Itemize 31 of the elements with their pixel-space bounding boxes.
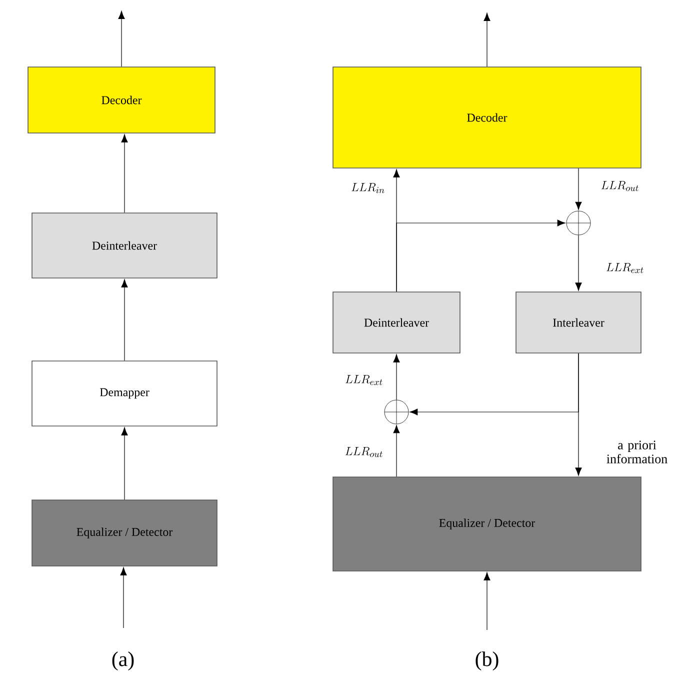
arrow [121, 427, 128, 500]
panel-label: (b) [476, 652, 498, 670]
edge-label: $LLR_{ext}$ [606, 263, 644, 274]
arrow [484, 12, 490, 67]
arrow [396, 220, 566, 292]
arrow [118, 10, 125, 67]
edge-label: $LLR_{out}$ [345, 447, 382, 458]
adder-symbol [384, 400, 409, 424]
process-box: Equalizer / Detector [332, 476, 642, 572]
arrow [393, 425, 400, 477]
arrow [121, 279, 128, 361]
edge-label: $LLR_{out}$ [601, 181, 638, 192]
arrow [121, 134, 128, 213]
process-box: Decoder [28, 66, 216, 134]
panel-label: (a) [112, 652, 134, 670]
process-box: Demapper [32, 360, 218, 426]
arrow [410, 353, 579, 416]
process-box: Deinterleaver [332, 292, 460, 354]
arrow [393, 354, 400, 400]
adder-symbol [566, 210, 591, 236]
arrow [120, 567, 127, 628]
process-box: Decoder [332, 66, 642, 168]
arrow [575, 168, 582, 210]
process-box: Equalizer / Detector [32, 500, 218, 566]
process-box: Deinterleaver [32, 212, 218, 278]
arrow [484, 572, 490, 630]
process-box: Interleaver [516, 292, 642, 354]
arrow [575, 234, 582, 291]
edge-label: $LLR_{ext}$ [345, 375, 382, 386]
edge-label: $LLR_{in}$ [352, 183, 384, 194]
edge-label: a priori information [606, 440, 668, 464]
